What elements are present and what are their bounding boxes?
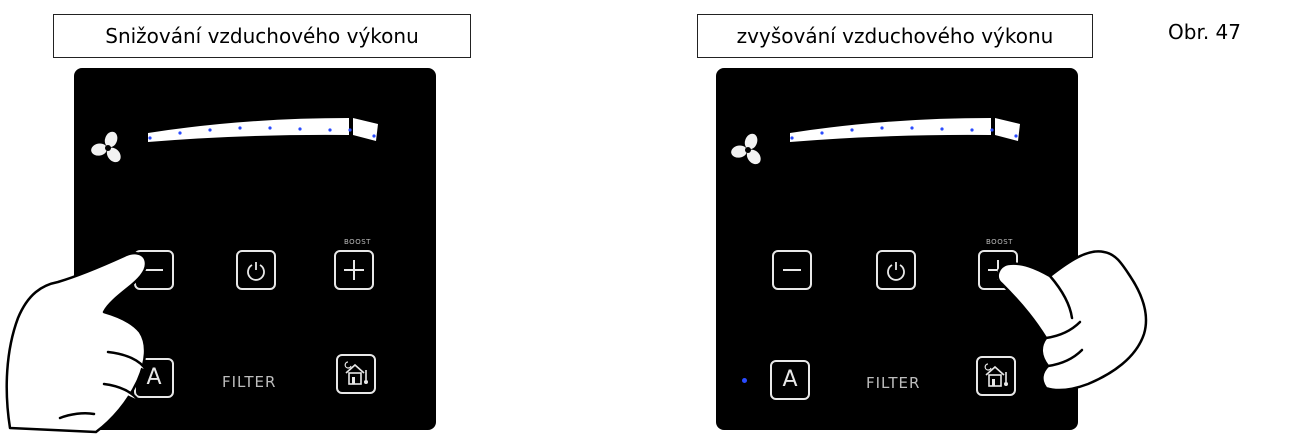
boost-label: BOOST — [986, 238, 1013, 246]
caption-decrease-airflow: Snižování vzduchového výkonu — [53, 14, 471, 58]
plus-icon — [344, 260, 364, 280]
auto-button-label: A — [782, 367, 798, 392]
home-mode-button[interactable] — [336, 354, 376, 394]
control-panel-left: BOOST A FILTER — [74, 68, 436, 430]
auto-button[interactable]: A — [134, 358, 174, 398]
power-button[interactable] — [876, 250, 916, 290]
airflow-level-bar — [148, 118, 378, 142]
power-icon — [887, 262, 905, 281]
boost-label: BOOST — [344, 238, 371, 246]
fan-icon — [731, 133, 761, 165]
auto-mode-indicator-led — [742, 378, 747, 383]
home-thermometer-icon — [984, 363, 1008, 387]
minus-button[interactable] — [772, 250, 812, 290]
power-icon — [247, 262, 265, 281]
fan-icon — [91, 131, 121, 163]
minus-icon — [783, 269, 801, 271]
auto-button[interactable]: A — [770, 360, 810, 400]
plus-button[interactable] — [978, 250, 1018, 290]
plus-icon — [988, 260, 1008, 280]
home-thermometer-icon — [344, 361, 368, 385]
home-mode-button[interactable] — [976, 356, 1016, 396]
caption-increase-airflow: zvyšování vzduchového výkonu — [697, 14, 1093, 58]
power-button[interactable] — [236, 250, 276, 290]
auto-button-label: A — [146, 365, 162, 390]
plus-button[interactable] — [334, 250, 374, 290]
filter-label: FILTER — [866, 374, 921, 392]
control-panel-right: BOOST A FILTER — [716, 68, 1078, 430]
figure-label: Obr. 47 — [1168, 20, 1241, 44]
minus-button[interactable] — [134, 250, 174, 290]
minus-icon — [145, 269, 163, 271]
filter-label: FILTER — [222, 373, 277, 391]
airflow-level-bar — [790, 118, 1020, 142]
